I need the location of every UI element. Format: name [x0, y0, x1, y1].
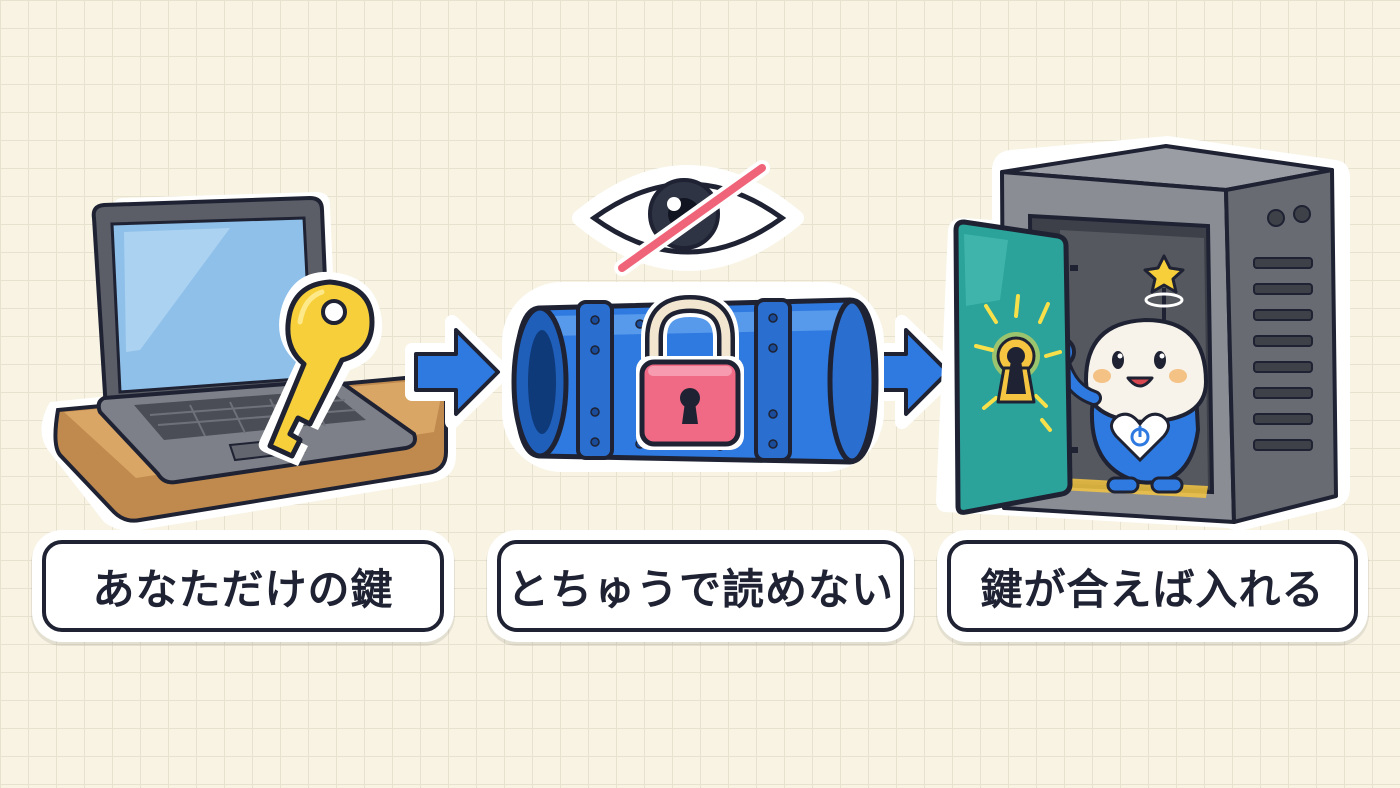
eye-slash-icon: [572, 160, 804, 276]
step-1-label-text: あなただけの鍵: [92, 564, 394, 614]
step-2-label: とちゅうで読めない: [497, 540, 904, 632]
arrow-right-icon: [405, 315, 511, 429]
key-icon: [258, 271, 383, 466]
step-2-label-text: とちゅうで読めない: [506, 564, 894, 614]
step-1-label: あなただけの鍵: [42, 540, 444, 632]
laptop-icon: [41, 192, 456, 531]
step-3-label: 鍵が合えば入れる: [947, 540, 1358, 632]
keyhole-icon: [953, 219, 1078, 515]
padlock-icon: [636, 290, 744, 450]
mascot-robot-icon: [1044, 254, 1209, 494]
step-3-label-text: 鍵が合えば入れる: [980, 564, 1325, 614]
